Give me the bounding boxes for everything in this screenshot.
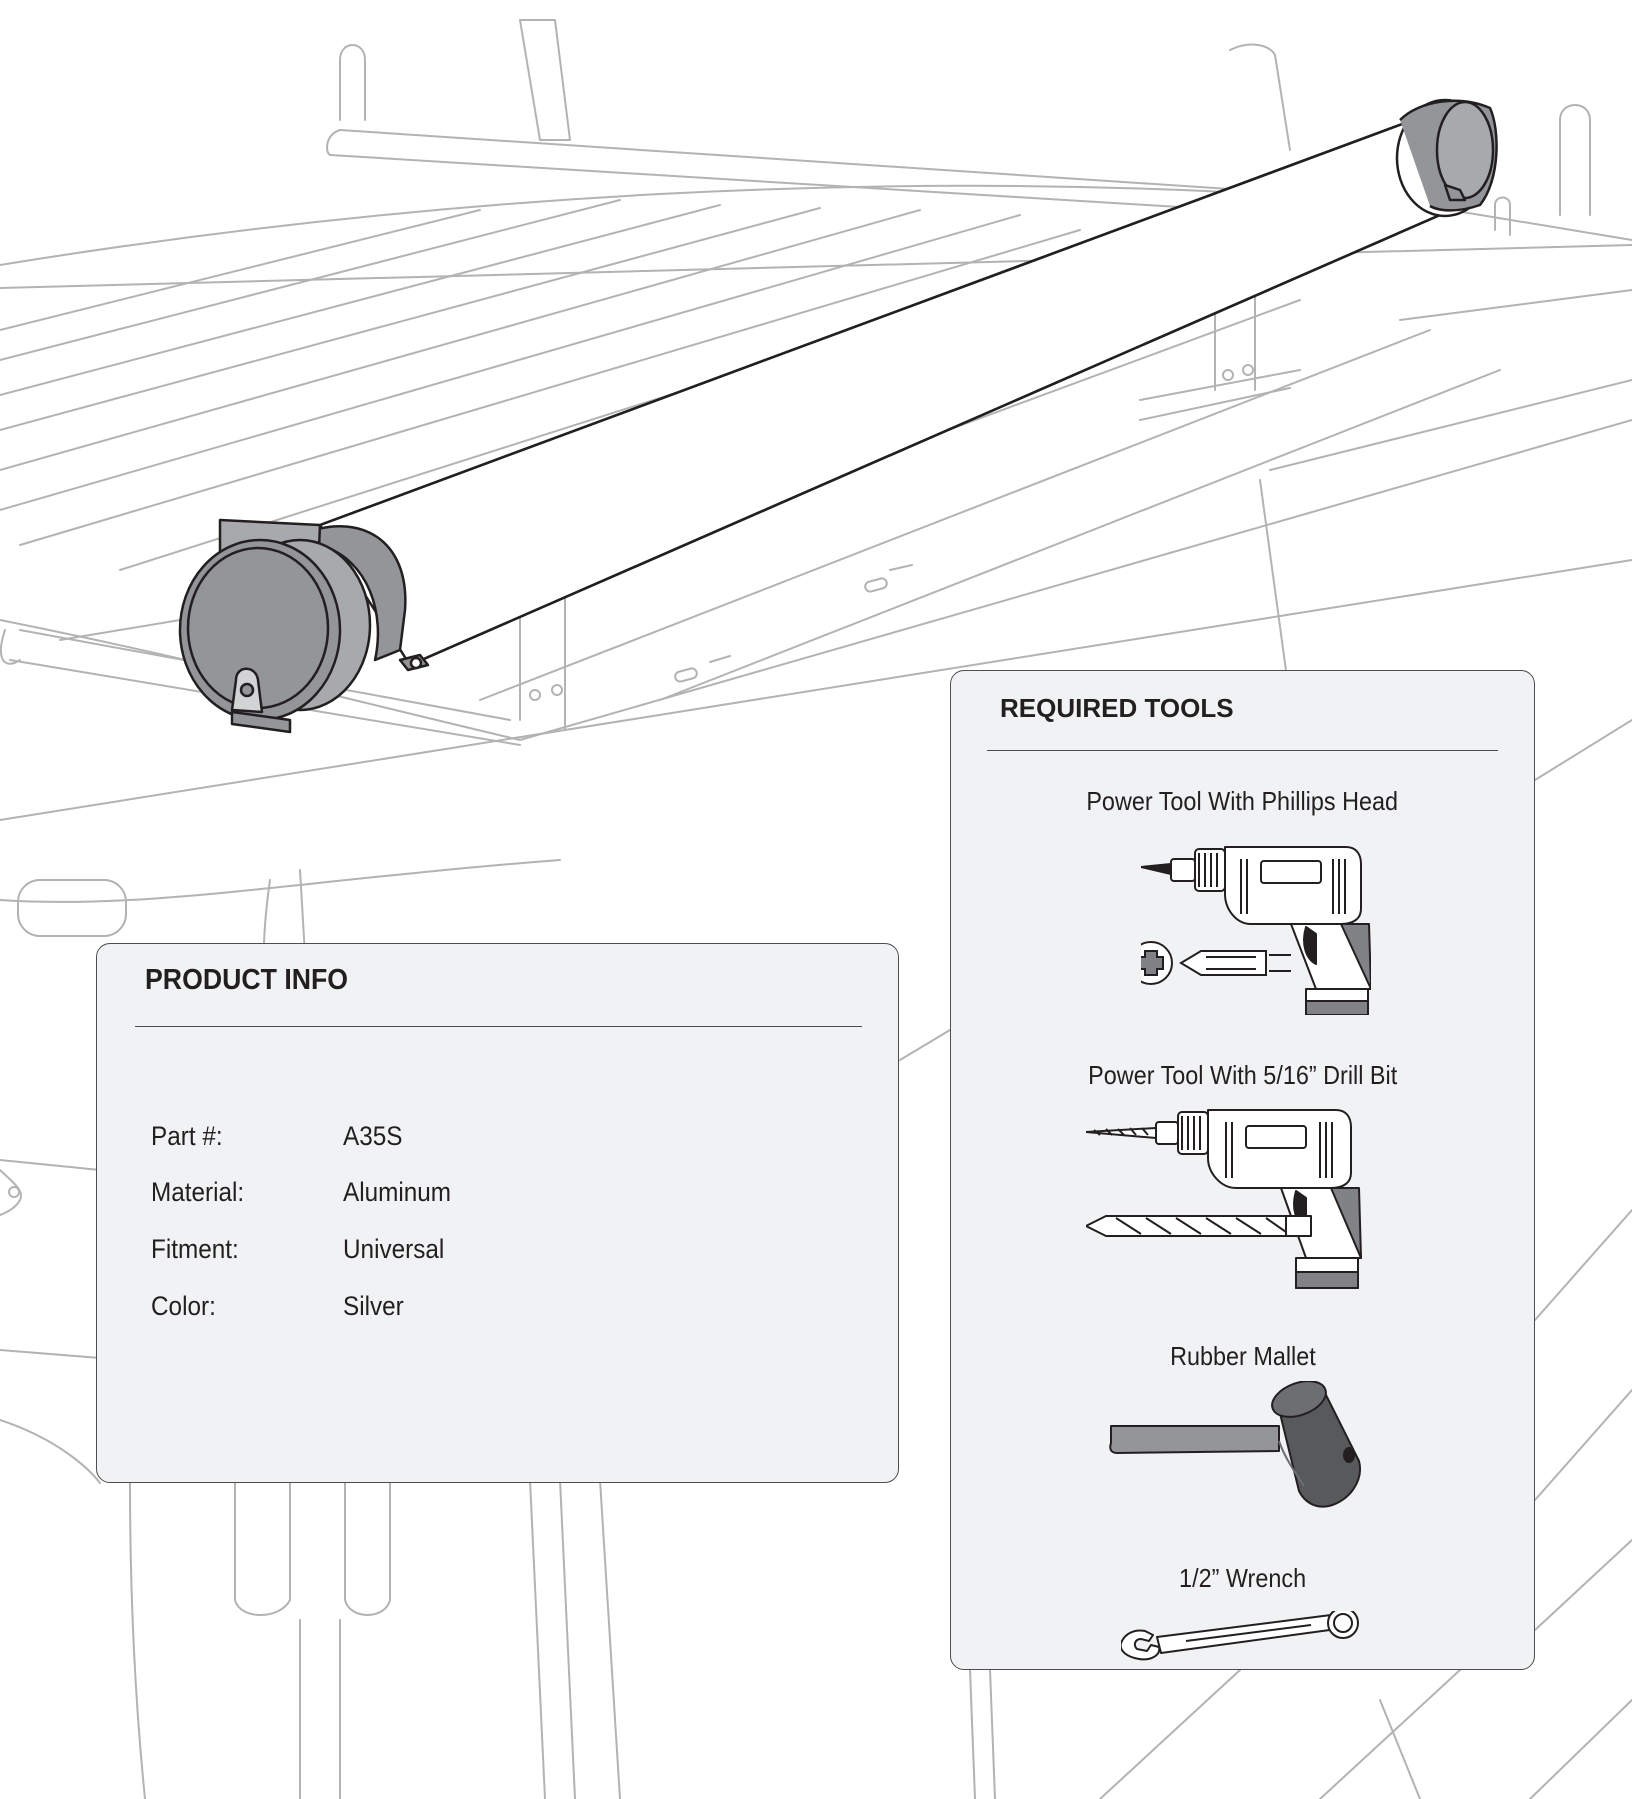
info-label: Part #: (151, 1121, 223, 1151)
tool-label-drill-bit: Power Tool With 5/16” Drill Bit (1087, 1060, 1398, 1090)
info-value: Silver (343, 1291, 404, 1321)
wrench-icon (1121, 1611, 1359, 1661)
info-row-color: Color: Silver (151, 1291, 851, 1325)
info-value: Universal (343, 1234, 445, 1264)
info-row-fitment: Fitment: Universal (151, 1234, 851, 1268)
tool-label-wrench: 1/2” Wrench (1178, 1563, 1307, 1593)
drill-phillips-icon (1141, 846, 1371, 1015)
info-label: Fitment: (151, 1234, 239, 1264)
info-row-part-number: Part #: A35S (151, 1121, 851, 1155)
required-tools-panel: REQUIRED TOOLS Power Tool With Phillips … (950, 670, 1535, 1670)
tool-label-rubber-mallet: Rubber Mallet (1169, 1341, 1316, 1371)
product-info-title: PRODUCT INFO (145, 964, 349, 996)
rubber-mallet-icon (1109, 1381, 1361, 1508)
product-info-divider (135, 1026, 862, 1027)
info-label: Material: (151, 1177, 245, 1207)
info-value: Aluminum (343, 1177, 452, 1207)
tool-label-phillips: Power Tool With Phillips Head (1086, 786, 1399, 816)
drill-bit-icon (1086, 1109, 1362, 1289)
info-label: Color: (151, 1291, 216, 1321)
info-row-material: Material: Aluminum (151, 1177, 851, 1211)
required-tools-title: REQUIRED TOOLS (1000, 693, 1234, 723)
product-info-panel: PRODUCT INFO Part #: A35S Material: Alum… (96, 943, 899, 1483)
info-value: A35S (343, 1121, 403, 1151)
required-tools-divider (987, 750, 1498, 751)
